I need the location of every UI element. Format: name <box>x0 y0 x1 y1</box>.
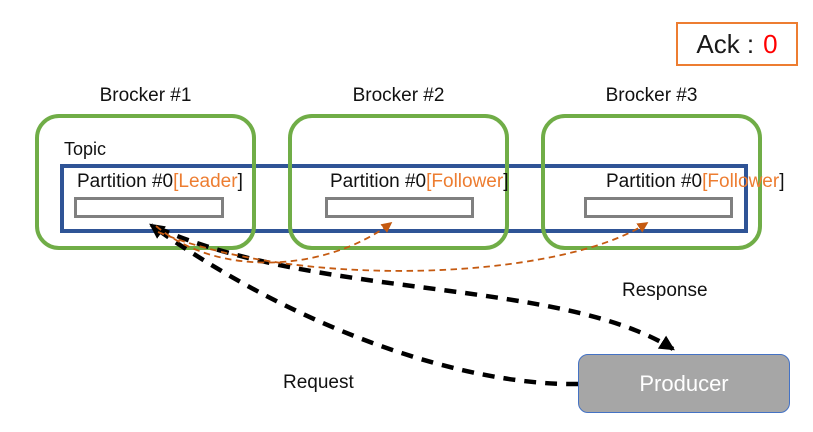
ack-value: 0 <box>763 28 778 59</box>
partition-1-slot <box>74 197 224 218</box>
producer-box: Producer <box>578 354 790 413</box>
partition-2-label: Partition #0[Follower] <box>330 171 508 193</box>
partition-2-slot <box>325 197 474 218</box>
partition-2-bracket: ] <box>503 171 509 192</box>
partition-3-slot <box>584 197 733 218</box>
partition-1-role: [Leader <box>173 171 238 192</box>
ack-label: Ack : <box>696 28 755 59</box>
partition-1-label: Partition #0[Leader] <box>77 171 243 193</box>
broker-1-box <box>35 114 256 250</box>
partition-3-bracket: ] <box>779 171 785 192</box>
broker-2-title: Brocker #2 <box>352 85 445 106</box>
partition-2-role: [Follower <box>426 171 504 192</box>
broker-1-title: Brocker #1 <box>99 85 192 106</box>
partition-2-name: Partition #0 <box>330 171 427 192</box>
partition-3-name: Partition #0 <box>606 171 703 192</box>
request-label: Request <box>283 372 354 393</box>
producer-label: Producer <box>639 370 729 396</box>
partition-1-bracket: ] <box>237 171 243 192</box>
topic-label: Topic <box>64 139 107 159</box>
partition-3-label: Partition #0[Follower] <box>606 171 784 193</box>
partition-1-name: Partition #0 <box>77 171 174 192</box>
partition-3-role: [Follower <box>702 171 780 192</box>
broker-3-title: Brocker #3 <box>605 85 698 106</box>
response-label: Response <box>622 280 708 301</box>
ack-setting-box: Ack : 0 <box>676 22 798 66</box>
